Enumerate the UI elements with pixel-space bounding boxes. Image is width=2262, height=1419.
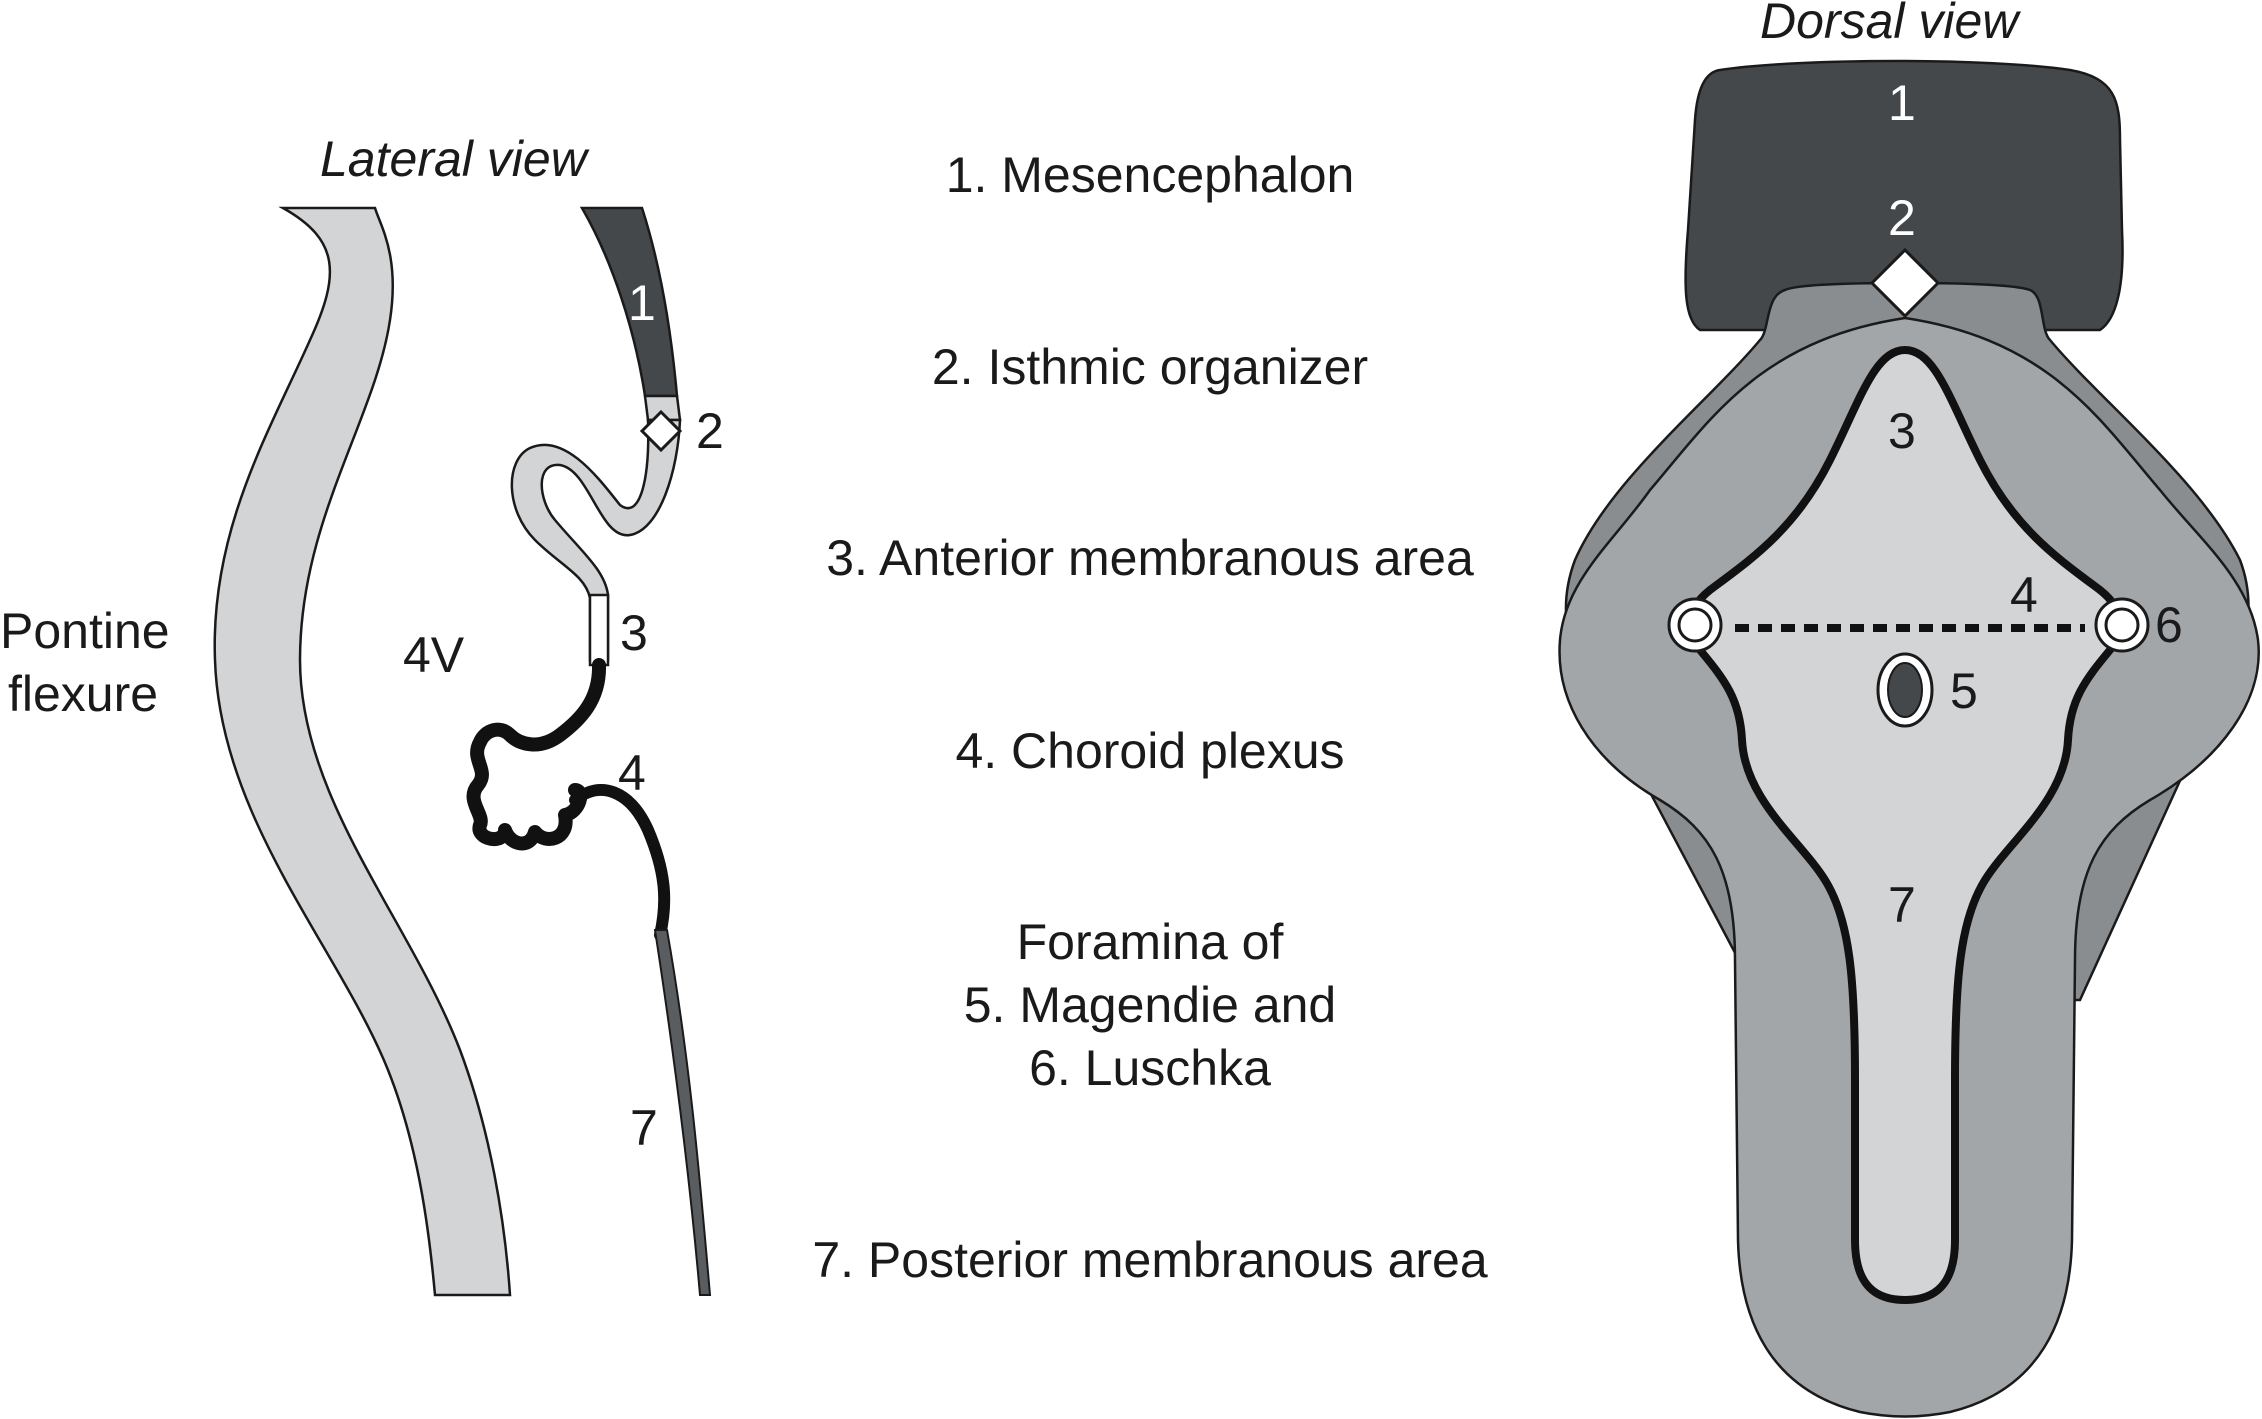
dorsal-isthmic-diamond xyxy=(1869,247,1941,319)
lateral-posterior-membrane xyxy=(653,929,712,1296)
lateral-anterior-membrane xyxy=(588,593,610,667)
legend-item-5-line2: 5. Magendie and xyxy=(964,977,1337,1033)
lateral-view-title: Lateral view xyxy=(320,131,590,187)
dorsal-number-7: 7 xyxy=(1888,877,1916,933)
legend-item-3: 3. Anterior membranous area xyxy=(826,530,1474,586)
dorsal-number-2: 2 xyxy=(1888,190,1916,246)
lateral-isthmic-diamond xyxy=(639,409,683,453)
dorsal-number-5: 5 xyxy=(1950,663,1978,719)
dorsal-number-3: 3 xyxy=(1888,403,1916,459)
legend-item-5-line1: Foramina of xyxy=(1017,914,1284,970)
dorsal-number-4: 4 xyxy=(2010,567,2038,623)
dorsal-number-1: 1 xyxy=(1888,75,1916,131)
legend-item-1: 1. Mesencephalon xyxy=(946,147,1355,203)
legend-item-7: 7. Posterior membranous area xyxy=(812,1232,1488,1288)
lateral-number-1: 1 xyxy=(628,275,656,331)
dorsal-luschka-foramen-left xyxy=(1667,597,1723,653)
pontine-label-line2: flexure xyxy=(8,666,158,722)
legend-item-4: 4. Choroid plexus xyxy=(955,723,1344,779)
lateral-number-3: 3 xyxy=(620,605,648,661)
lateral-roof-line xyxy=(569,784,671,941)
pontine-label-line1: Pontine xyxy=(0,603,170,659)
fourth-ventricle-label: 4V xyxy=(403,627,465,683)
lateral-number-2: 2 xyxy=(696,403,724,459)
lateral-choroid-plexus xyxy=(466,658,607,851)
dorsal-magendie-foramen xyxy=(1876,652,1934,728)
legend: 1. Mesencephalon 2. Isthmic organizer 3.… xyxy=(812,147,1488,1288)
dorsal-number-6: 6 xyxy=(2155,597,2183,653)
lateral-number-7: 7 xyxy=(630,1100,658,1156)
legend-item-5-line3: 6. Luschka xyxy=(1029,1040,1271,1096)
dorsal-mesencephalon xyxy=(1684,59,2124,332)
dorsal-view-title: Dorsal view xyxy=(1760,0,2021,49)
legend-item-2: 2. Isthmic organizer xyxy=(932,339,1368,395)
lateral-number-4: 4 xyxy=(618,745,646,801)
lateral-view: Lateral view Pontine flexure 4V 1 2 3 4 … xyxy=(0,131,724,1297)
dorsal-luschka-foramen-right xyxy=(2094,597,2150,653)
dorsal-view: Dorsal view 1 2 3 4 5 6 xyxy=(1558,0,2260,1418)
pontine-flexure-band xyxy=(213,206,512,1297)
